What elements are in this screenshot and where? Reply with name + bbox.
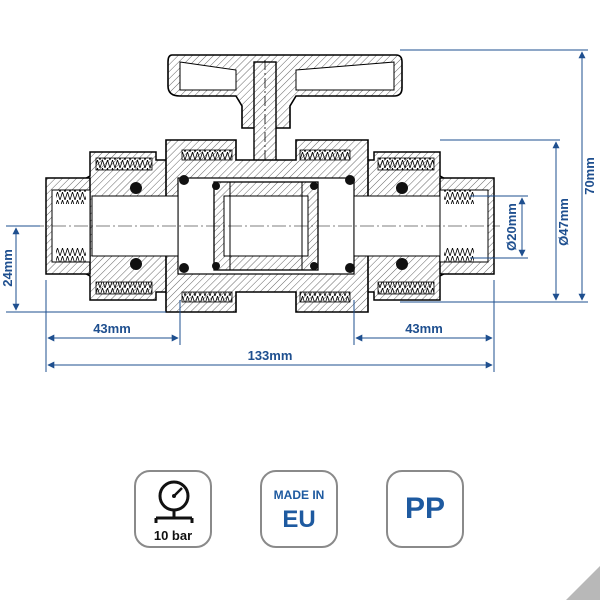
pressure-gauge-icon bbox=[154, 480, 194, 523]
valve-handle bbox=[167, 54, 403, 129]
o-ring-seal bbox=[212, 262, 220, 270]
bore-passage bbox=[30, 195, 500, 257]
dim-outer-diameter: Ø47mm bbox=[556, 198, 571, 246]
dim-left-connection-length: 43mm bbox=[93, 321, 131, 336]
corner-decoration bbox=[566, 566, 600, 600]
o-ring-seal bbox=[212, 182, 220, 190]
o-ring-seal bbox=[396, 258, 408, 270]
dim-total-height: 70mm bbox=[582, 157, 597, 195]
pressure-rating-badge: 10 bar bbox=[134, 470, 212, 548]
o-ring-seal bbox=[396, 182, 408, 194]
material-badge: PP bbox=[386, 470, 464, 548]
o-ring-seal bbox=[345, 263, 355, 273]
o-ring-seal bbox=[310, 262, 318, 270]
dimension-lines bbox=[6, 49, 588, 372]
dim-total-length: 133mm bbox=[248, 348, 293, 363]
eu-label: EU bbox=[282, 506, 316, 533]
o-ring-seals bbox=[130, 175, 408, 273]
right-end-cap bbox=[439, 177, 495, 275]
o-ring-seal bbox=[179, 175, 189, 185]
dim-axis-offset: 24mm bbox=[0, 249, 15, 287]
material-label: PP bbox=[404, 492, 446, 525]
o-ring-seal bbox=[130, 182, 142, 194]
dim-bore-diameter: Ø20mm bbox=[504, 203, 519, 251]
o-ring-seal bbox=[130, 258, 142, 270]
valve-cross-section-drawing: 43mm 43mm 133mm 70mm Ø47mm Ø20mm 24mm bbox=[0, 49, 597, 372]
dim-right-connection-length: 43mm bbox=[405, 321, 443, 336]
o-ring-seal bbox=[179, 263, 189, 273]
o-ring-seal bbox=[310, 182, 318, 190]
pressure-rating-label: 10 bar bbox=[153, 528, 193, 543]
made-in-eu-badge: MADE IN EU bbox=[260, 470, 338, 548]
o-ring-seal bbox=[345, 175, 355, 185]
made-in-label: MADE IN bbox=[273, 488, 325, 502]
valve-stem bbox=[253, 60, 277, 186]
